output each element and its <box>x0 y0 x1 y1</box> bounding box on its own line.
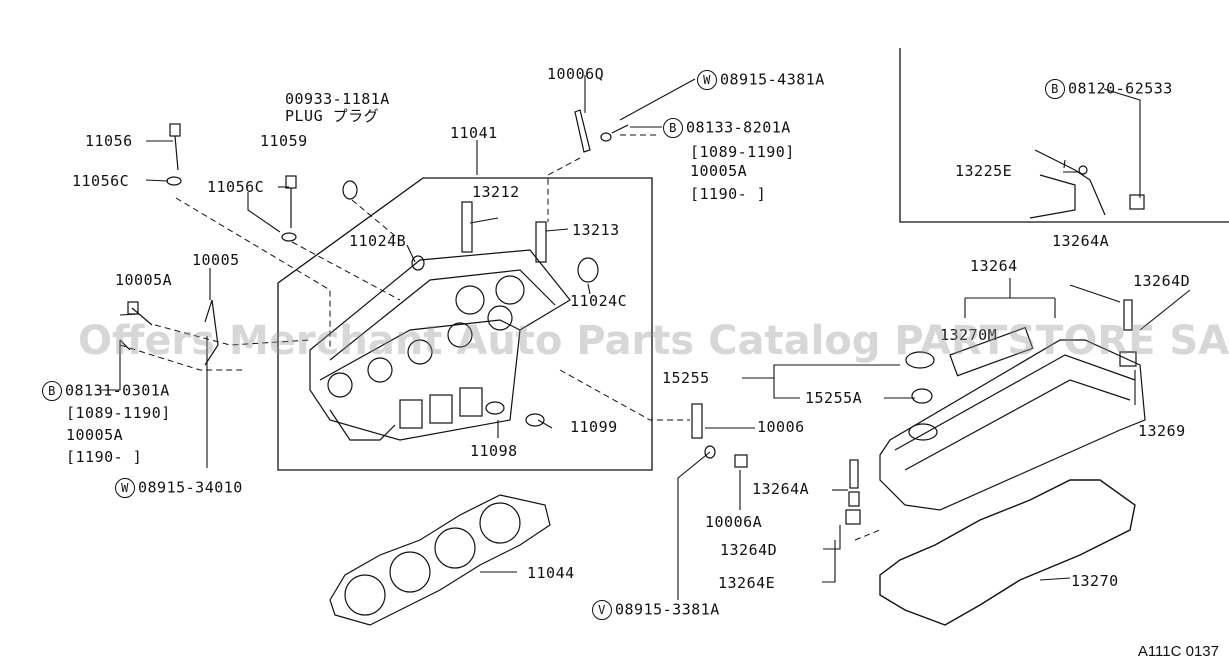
label-10006q: 10006Q <box>547 65 605 83</box>
label-10005a-bottom: 10005A <box>66 426 124 444</box>
label-10005a: 10005A <box>690 162 748 180</box>
label-11098: 11098 <box>470 442 518 460</box>
catalog-code: A111C 0137 <box>1137 643 1219 660</box>
cover-gasket-drawing <box>879 479 1136 626</box>
small-parts <box>119 109 1145 525</box>
inset-frame <box>899 48 1229 223</box>
label-text: 08120-62533 <box>1068 79 1173 98</box>
leader-lines <box>100 75 1191 600</box>
label-13264d: 13264D <box>1133 272 1191 290</box>
label-11024c: 11024C <box>570 292 628 310</box>
label-text: 08133-8201A <box>686 118 791 137</box>
label-00933-1181a: 00933-1181A <box>285 90 390 108</box>
label-13264: 13264 <box>970 257 1018 275</box>
label-13264a-mid: 13264A <box>752 480 810 498</box>
label-text: 08915-34010 <box>138 478 243 497</box>
assembly-lines <box>119 134 881 541</box>
label-10005: 10005 <box>192 251 240 269</box>
label-11059: 11059 <box>260 132 308 150</box>
label-range-1190-b: [1190- ] <box>66 448 143 466</box>
rocker-cover-drawing <box>879 326 1146 511</box>
label-text: 08915-4381A <box>720 70 825 89</box>
label-10006a: 10006A <box>705 513 763 531</box>
label-range-1089-1190: [1089-1190] <box>690 143 795 161</box>
head-gasket-drawing <box>329 494 551 626</box>
label-10005a-left: 10005A <box>115 271 173 289</box>
w-marker: W <box>697 70 717 90</box>
label-11099: 11099 <box>570 418 618 436</box>
label-13269: 13269 <box>1138 422 1186 440</box>
label-15255a: 15255A <box>805 389 863 407</box>
label-11041: 11041 <box>450 124 498 142</box>
v-marker: V <box>592 600 612 620</box>
label-13212: 13212 <box>472 183 520 201</box>
label-plug: PLUG プラグ <box>285 107 380 125</box>
cylinder-head-drawing <box>309 249 571 441</box>
label-range-1089-1190-b: [1089-1190] <box>66 404 171 422</box>
label-15255: 15255 <box>662 369 710 387</box>
label-13270m: 13270M <box>940 326 998 344</box>
cylinder-head-frame <box>277 177 653 471</box>
label-11024b: 11024B <box>349 232 407 250</box>
label-text: 08915-3381A <box>615 600 720 619</box>
label-11056c-2: 11056C <box>207 178 265 196</box>
watermark: Offers Merchant Auto Parts Catalog PARTS… <box>78 318 1229 364</box>
label-10006: 10006 <box>757 418 805 436</box>
label-11056: 11056 <box>85 132 133 150</box>
b-marker: B <box>1045 79 1065 99</box>
label-13264d-mid: 13264D <box>720 541 778 559</box>
label-13213: 13213 <box>572 221 620 239</box>
label-13264e: 13264E <box>718 574 776 592</box>
label-range-1190: [1190- ] <box>690 185 767 203</box>
label-13270: 13270 <box>1071 572 1119 590</box>
w-marker: W <box>115 478 135 498</box>
label-11056c: 11056C <box>72 172 130 190</box>
label-13264a: 13264A <box>1052 232 1110 250</box>
label-13225e: 13225E <box>955 162 1013 180</box>
b-marker: B <box>663 118 683 138</box>
label-11044: 11044 <box>527 564 575 582</box>
label-text: 08131-0301A <box>65 381 170 400</box>
b-marker: B <box>42 381 62 401</box>
